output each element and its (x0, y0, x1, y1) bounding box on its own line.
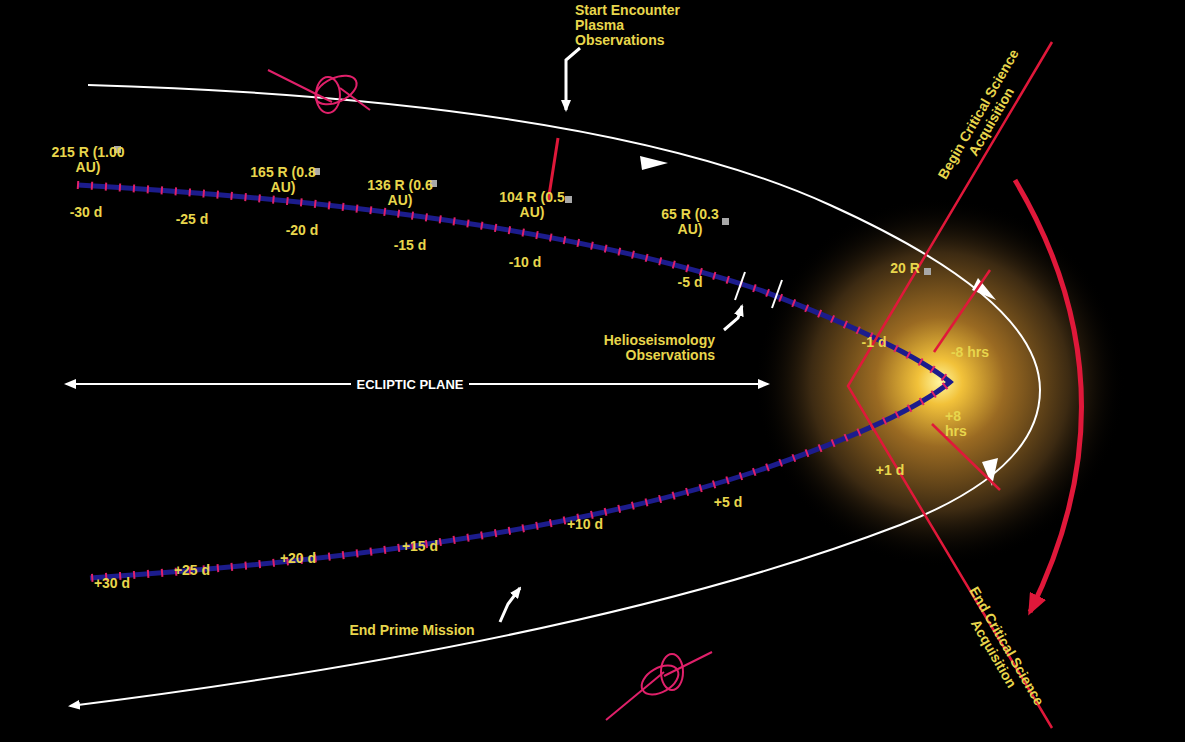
trajectory-label: -1 d (862, 335, 887, 350)
helio-mark (735, 272, 745, 300)
trajectory-label: 165 R (0.8 AU) (248, 165, 318, 195)
leader-arrow (500, 588, 520, 622)
trajectory-label: +8 hrs (945, 409, 979, 439)
critical-boundary (848, 42, 1052, 728)
trajectory-label: +20 d (280, 551, 316, 566)
trajectory-label: 20 R (890, 261, 920, 276)
leader-arrow (724, 306, 742, 330)
leader-arrow (566, 48, 580, 110)
trajectory-label: +25 d (174, 563, 210, 578)
trajectory-label: +5 d (714, 495, 742, 510)
trajectory-label: Helioseismology Observations (585, 333, 715, 363)
trajectory-label: ECLIPTIC PLANE (351, 377, 470, 392)
trajectory-label: -25 d (176, 212, 209, 227)
trajectory-label: Begin Critical Science Acquisition (925, 28, 1046, 208)
trajectory-label: -15 d (394, 238, 427, 253)
flight-path (70, 85, 1040, 706)
radial-line (934, 270, 990, 352)
trajectory-label: 65 R (0.3 AU) (655, 207, 725, 237)
rotation-arrow (1015, 180, 1081, 612)
trajectory-label: +15 d (402, 539, 438, 554)
trajectory (78, 185, 950, 578)
trajectory-label: +1 d (876, 463, 904, 478)
tick-marks (78, 181, 948, 582)
trajectory-label: 215 R (1.00 AU) (51, 145, 125, 175)
spacecraft-icon (268, 70, 370, 113)
spacecraft-icon (606, 652, 712, 720)
trajectory-label: +30 d (94, 576, 130, 591)
trajectory-label: +10 d (567, 517, 603, 532)
distance-markers (114, 146, 931, 275)
arrowhead (640, 156, 668, 170)
trajectory-label: 136 R (0.6 AU) (365, 178, 435, 208)
trajectory-label: End Prime Mission (349, 623, 474, 638)
trajectory-label: -20 d (286, 223, 319, 238)
trajectory-label: -30 d (70, 205, 103, 220)
trajectory-label: 104 R (0.5 AU) (497, 190, 567, 220)
trajectory-label: -8 hrs (951, 345, 989, 360)
trajectory-label: -10 d (509, 255, 542, 270)
helio-mark (772, 280, 782, 308)
trajectory-label: -5 d (678, 275, 703, 290)
trajectory-label: Start Encounter Plasma Observations (575, 3, 705, 48)
